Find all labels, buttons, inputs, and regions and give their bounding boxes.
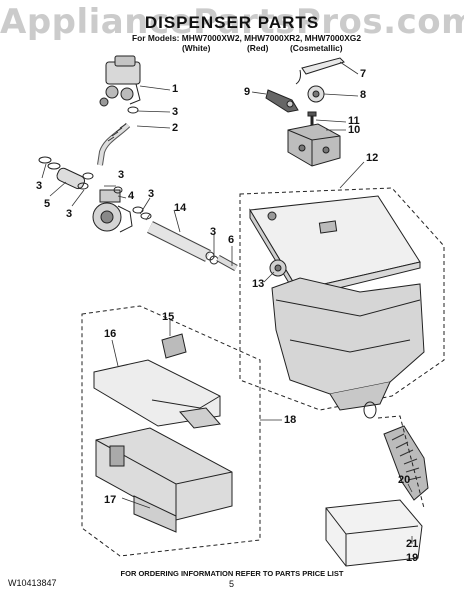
drawer-body-17 <box>95 427 233 533</box>
callout-3: 3 <box>36 180 43 192</box>
nozzle-6 <box>216 254 238 272</box>
bellows-20 <box>383 425 429 501</box>
cup-15 <box>161 333 187 359</box>
callout-7: 7 <box>360 68 367 80</box>
callout-17: 17 <box>104 494 117 506</box>
callout-10: 10 <box>348 124 361 136</box>
callout-3: 3 <box>148 188 155 200</box>
handle-19 <box>325 499 423 567</box>
motor-10 <box>287 123 341 167</box>
callout-3: 3 <box>66 208 73 220</box>
callout-1: 1 <box>172 83 179 95</box>
callout-3: 3 <box>172 106 179 118</box>
callout-16: 16 <box>104 328 117 340</box>
dispenser-housing <box>271 277 425 419</box>
callout-4: 4 <box>128 190 135 202</box>
callout-15: 15 <box>162 311 175 323</box>
hose-14 <box>147 221 211 262</box>
callout-3: 3 <box>118 169 125 181</box>
callout-12: 12 <box>366 152 379 164</box>
drawer-insert-16 <box>93 359 221 429</box>
dispenser-cover <box>249 195 421 300</box>
models-line: For Models: MHW7000XW2, MHW7000XR2, MHW7… <box>132 33 361 43</box>
drawer-outline-18 <box>81 305 261 557</box>
cam-9 <box>265 89 299 113</box>
callout-18: 18 <box>284 414 297 426</box>
callout-2: 2 <box>172 122 179 134</box>
callout-13: 13 <box>252 278 265 290</box>
gear-8 <box>307 85 325 103</box>
inlet-hose <box>97 122 131 166</box>
variant-white: (White) <box>182 43 211 53</box>
callout-9: 9 <box>244 86 251 98</box>
page-title: DISPENSER PARTS <box>144 13 320 32</box>
leader-lines <box>41 61 413 544</box>
ordering-note: FOR ORDERING INFORMATION REFER TO PARTS … <box>120 569 344 578</box>
o-ring <box>127 106 139 114</box>
callout-21: 21 <box>406 538 419 550</box>
callout-5: 5 <box>44 198 51 210</box>
callout-6: 6 <box>228 234 235 246</box>
callout-14: 14 <box>174 202 187 214</box>
lever-7 <box>295 57 345 85</box>
watermark: AppliancePartsPros.com <box>0 2 464 42</box>
variant-red: (Red) <box>247 43 269 53</box>
hose-5 <box>56 167 86 190</box>
callout-11: 11 <box>348 115 360 127</box>
callout-3: 3 <box>210 226 217 238</box>
water-valve <box>99 55 141 107</box>
page-number: 5 <box>229 579 235 589</box>
document-number: W10413847 <box>8 578 57 588</box>
variant-cosmetallic: (Cosmetallic) <box>290 43 343 53</box>
dispenser-inlet <box>92 189 133 233</box>
callout-8: 8 <box>360 89 367 101</box>
callout-19: 19 <box>406 552 419 564</box>
callout-20: 20 <box>398 474 411 486</box>
